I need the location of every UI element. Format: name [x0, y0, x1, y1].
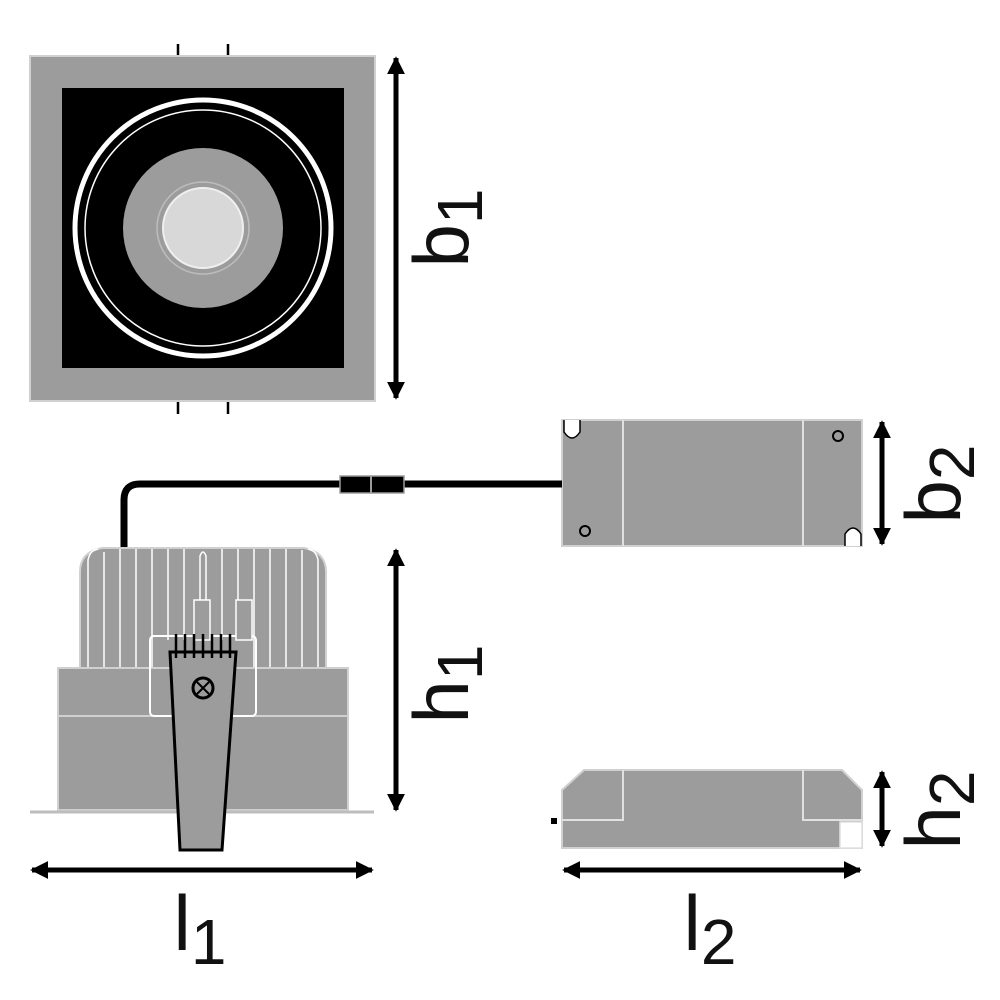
spring-clip [168, 650, 238, 852]
clip-screw-cross [196, 681, 210, 695]
driver-side-detail-left [562, 770, 624, 821]
l2-label: l2 [684, 879, 737, 978]
driver-top-view [561, 419, 863, 547]
driver-slot-top [563, 420, 581, 439]
cable [120, 480, 562, 548]
lens [162, 187, 244, 269]
luminaire-top-view [29, 44, 376, 414]
screw-top-right [832, 430, 844, 442]
outer-ring [72, 97, 334, 359]
clip-post-2 [235, 599, 253, 641]
driver-body [561, 419, 863, 547]
h2-label: h2 [889, 771, 988, 850]
driver-side-detail-right [802, 770, 862, 821]
inner-ring [84, 109, 322, 347]
driver-side-tab [551, 818, 557, 824]
h1-label: h1 [397, 645, 496, 724]
driver-side-body [561, 769, 863, 849]
b1-label: b1 [397, 189, 496, 268]
driver-side-notch [839, 821, 863, 849]
luminaire-side-view [30, 547, 374, 852]
heatsink-fins [87, 548, 319, 668]
lens-outline [156, 181, 250, 275]
spring-coils [174, 634, 232, 658]
driver-slot-bottom [844, 527, 862, 546]
b2-label: b2 [889, 445, 988, 524]
driver-side-view [551, 769, 863, 849]
l1-label: l1 [174, 879, 227, 978]
screw-bottom-left [579, 525, 591, 537]
